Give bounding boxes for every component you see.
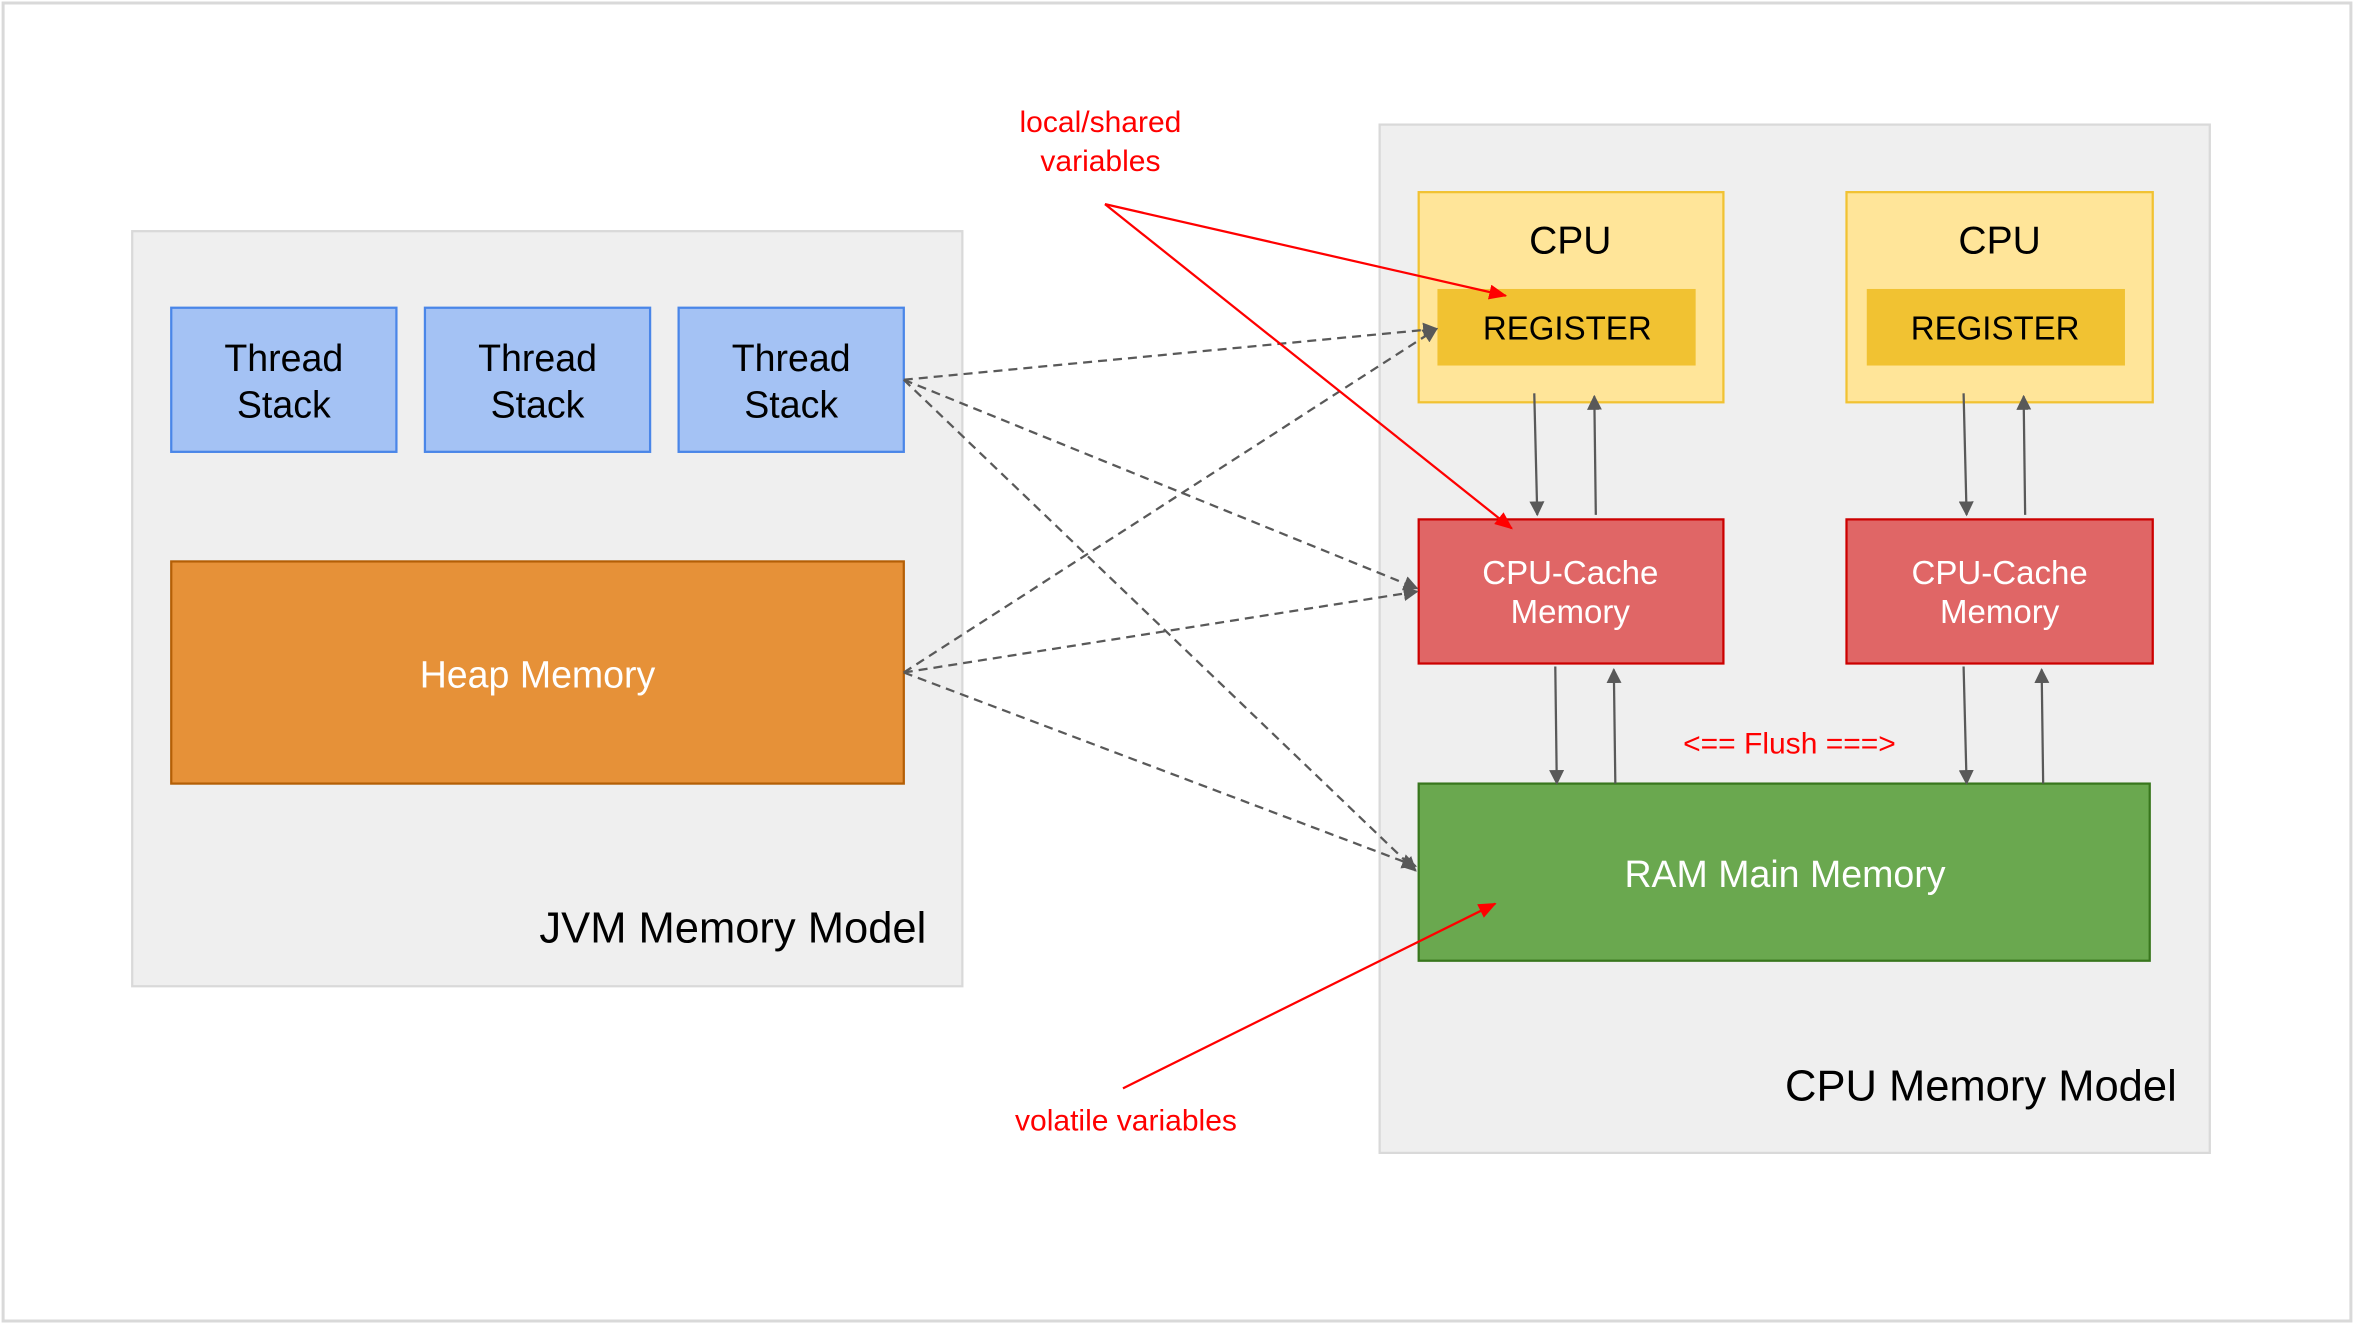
cpu-1: CPU REGISTER — [1417, 191, 1725, 404]
jvm-model-label: JVM Memory Model — [539, 905, 926, 953]
cache-label: Memory — [1511, 593, 1631, 630]
heap-memory: Heap Memory — [170, 560, 905, 785]
mapping-arrows — [903, 322, 1439, 872]
cpu-cache-1: CPU-Cache Memory — [1417, 518, 1725, 665]
thread-stack-label: Stack — [237, 383, 331, 425]
heap-memory-label: Heap Memory — [420, 654, 656, 696]
thread-stack: Thread Stack — [677, 306, 905, 453]
volatile-annotation: volatile variables — [1015, 1104, 1237, 1137]
cpu-memory-model: CPU REGISTER CPU REGISTER CPU-Cache Memo… — [1378, 123, 2211, 1154]
thread-stack-label: Thread — [224, 337, 343, 379]
thread-stack: Thread Stack — [423, 306, 652, 453]
cache-label: Memory — [1940, 593, 2060, 630]
ram-label: RAM Main Memory — [1624, 853, 1945, 895]
flush-label: <== Flush ===> — [1683, 728, 1896, 761]
cpu-title: CPU — [1529, 220, 1611, 263]
register-label: REGISTER — [1483, 309, 1652, 346]
thread-stack-label: Stack — [744, 383, 838, 425]
cpu-2: CPU REGISTER — [1845, 191, 2154, 404]
thread-stack-label: Stack — [491, 383, 585, 425]
thread-stack-label: Thread — [478, 337, 597, 379]
local-shared-annotation: local/shared — [1020, 106, 1182, 139]
cpu-data-flow-arrows — [1529, 393, 2050, 786]
cache-label: CPU-Cache — [1912, 554, 2088, 591]
register — [1437, 288, 1696, 366]
register-label: REGISTER — [1911, 309, 2080, 346]
cpu-title: CPU — [1958, 220, 2040, 263]
register — [1866, 288, 2125, 366]
jvm-memory-model: Thread Stack Thread Stack Thread Stack H… — [131, 230, 964, 988]
cache-label: CPU-Cache — [1482, 554, 1658, 591]
ram-main-memory: RAM Main Memory — [1417, 782, 2151, 962]
thread-stack-label: Thread — [732, 337, 851, 379]
cpu-cache-2: CPU-Cache Memory — [1845, 518, 2154, 665]
thread-stack: Thread Stack — [170, 306, 398, 453]
cpu-model-label: CPU Memory Model — [1785, 1062, 2177, 1110]
local-shared-annotation: variables — [1040, 145, 1160, 178]
annotation-arrows — [1104, 203, 1513, 1090]
